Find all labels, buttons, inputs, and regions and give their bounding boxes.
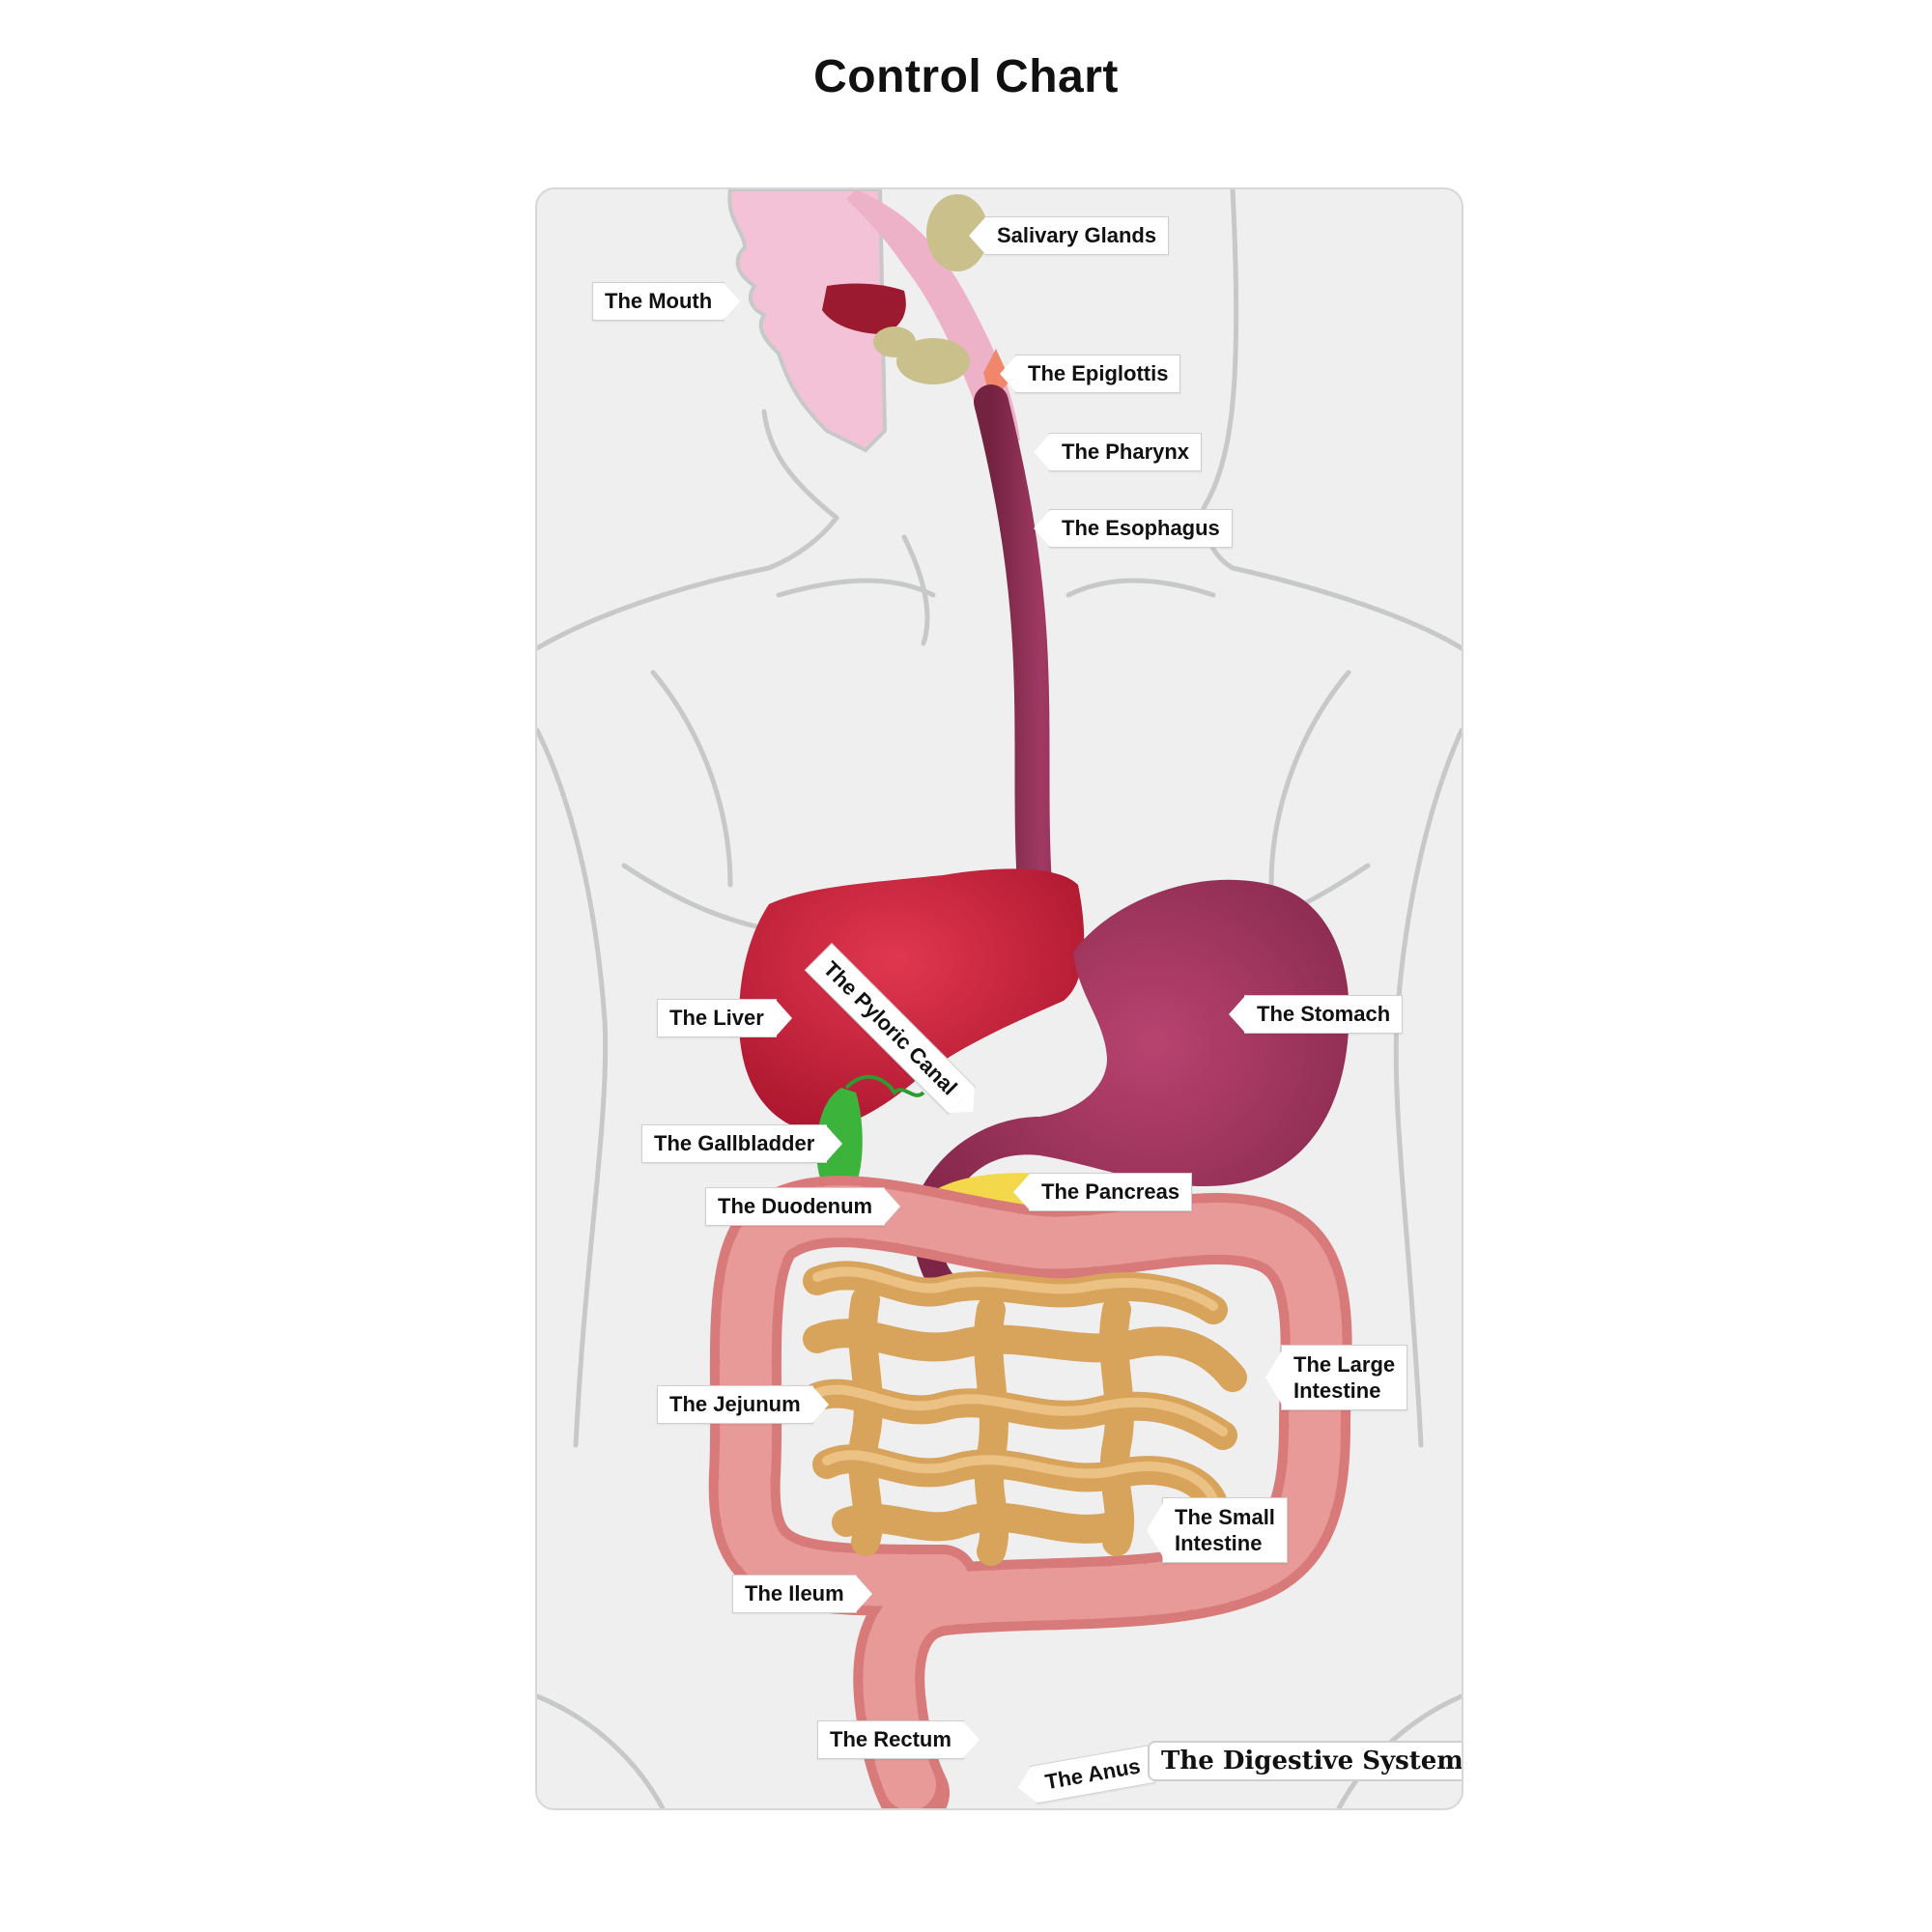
diagram-panel: Salivary Glands The Mouth The Epiglottis… (535, 187, 1463, 1810)
label-ileum: The Ileum (732, 1575, 857, 1613)
label-salivary-glands: Salivary Glands (984, 216, 1170, 255)
label-large-intestine: The Large Intestine (1281, 1345, 1408, 1410)
label-small-intestine-line1: The Small (1175, 1505, 1275, 1529)
stomach-shape (913, 879, 1350, 1286)
label-large-intestine-line1: The Large (1293, 1352, 1396, 1377)
label-pharynx: The Pharynx (1049, 433, 1203, 471)
digestive-system-illustration (537, 189, 1462, 1808)
label-duodenum: The Duodenum (705, 1187, 886, 1226)
label-epiglottis: The Epiglottis (1015, 355, 1181, 393)
label-mouth: The Mouth (592, 282, 725, 321)
label-rectum: The Rectum (817, 1720, 964, 1759)
label-esophagus: The Esophagus (1049, 509, 1233, 548)
salivary-gland-lower (896, 338, 970, 384)
label-jejunum: The Jejunum (657, 1385, 813, 1424)
label-stomach: The Stomach (1244, 995, 1404, 1034)
label-small-intestine: The Small Intestine (1162, 1497, 1288, 1563)
head (727, 189, 1020, 453)
label-large-intestine-line2: Intestine (1293, 1378, 1381, 1403)
brand-badge: The Digestive System (1148, 1741, 1462, 1781)
label-liver: The Liver (657, 999, 777, 1037)
label-gallbladder: The Gallbladder (641, 1124, 828, 1163)
page-title: Control Chart (813, 51, 1119, 102)
label-small-intestine-line2: Intestine (1175, 1531, 1263, 1555)
bile-duct (844, 1074, 925, 1097)
salivary-gland-front (873, 327, 916, 357)
label-pancreas: The Pancreas (1029, 1173, 1193, 1211)
small-intestine-highlight (812, 1266, 1228, 1504)
liver-shape (739, 868, 1085, 1131)
